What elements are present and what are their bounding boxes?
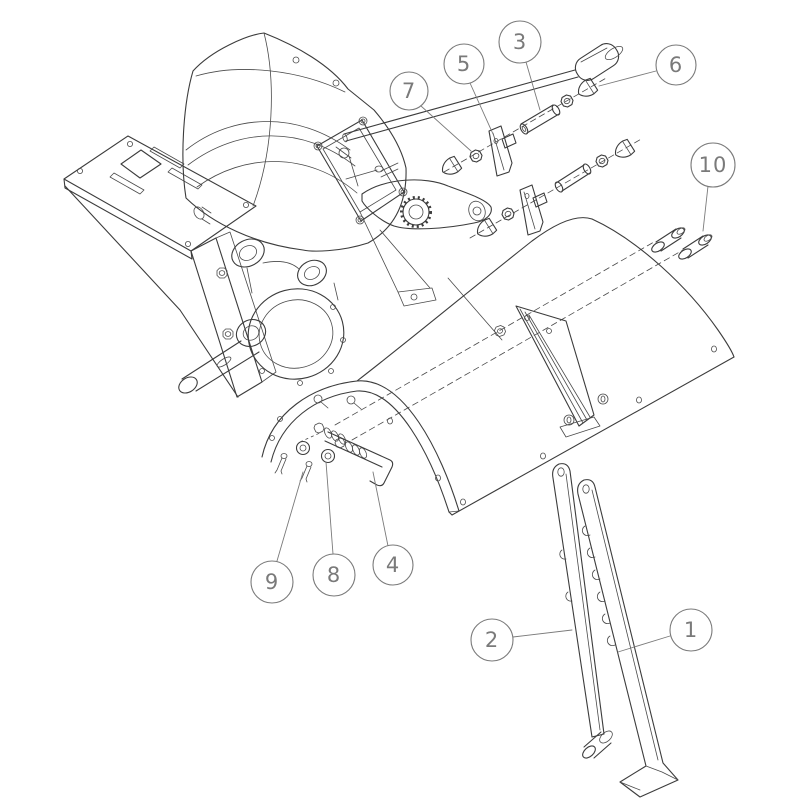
drive-arm-housing	[359, 179, 503, 341]
callout-leader-10	[702, 185, 709, 232]
callout-number-6: 6	[669, 53, 683, 77]
acorn-nut-icon	[614, 138, 636, 158]
callout-number-10: 10	[699, 153, 728, 177]
bracket-icon	[519, 184, 548, 236]
callout-balloon-5	[443, 43, 485, 85]
callout-leader-2	[512, 629, 573, 638]
callout-balloon-6	[655, 44, 697, 86]
hex-nut-part7	[469, 149, 483, 163]
hardware-axis-upper	[441, 76, 609, 177]
callout-number-5: 5	[457, 52, 471, 76]
throttle-rod	[342, 43, 624, 143]
callout-number-2: 2	[485, 628, 499, 652]
tine-shield	[261, 217, 735, 516]
callout-balloon-9	[250, 560, 294, 604]
engine-assembly	[182, 32, 408, 252]
acorn-nut-icon	[441, 155, 463, 175]
callout-leader-8	[325, 461, 334, 555]
acorn-nut-part6	[577, 77, 599, 97]
acorn-nut-icon	[476, 217, 498, 237]
gearbox-assembly	[178, 238, 346, 394]
callout-balloon-10	[690, 142, 736, 188]
callout-leader-7	[420, 105, 472, 152]
callout-balloon-7	[389, 71, 429, 111]
callout-leader-4	[372, 471, 389, 547]
output-shaft	[178, 318, 267, 394]
bracket-part5	[488, 125, 517, 177]
callout-leader-3	[525, 61, 541, 111]
hex-nut-icon	[501, 207, 515, 221]
latch-hardware	[274, 422, 394, 487]
callout-number-7: 7	[402, 79, 416, 103]
throttle-linkage	[335, 146, 399, 187]
gear-teeth	[400, 196, 432, 228]
clevis-pins-part10	[651, 227, 713, 260]
callout-number-3: 3	[513, 30, 527, 54]
callout-number-4: 4	[386, 553, 400, 577]
hardware-axis-lower	[469, 137, 644, 239]
callout-leader-5	[469, 82, 494, 135]
callout-leader-1	[617, 635, 671, 653]
callout-leader-6	[598, 70, 657, 87]
depth-stake-part2	[552, 463, 613, 759]
callout-number-8: 8	[327, 563, 341, 587]
callout-balloon-8	[312, 553, 356, 597]
callout-number-1: 1	[684, 618, 698, 642]
drag-stake-part1	[577, 479, 679, 798]
hex-nut-icon	[560, 94, 574, 108]
callout-number-9: 9	[265, 570, 279, 594]
latch-bar-part4	[324, 431, 394, 487]
shield-gusset-bracket	[494, 305, 609, 438]
spacer-tube-part3	[519, 104, 561, 135]
callout-balloon-3	[498, 20, 542, 64]
handle-grip	[574, 43, 624, 81]
spacer-tube-icon	[554, 163, 592, 193]
washers-part8	[295, 440, 336, 464]
cotter-pins-part9	[274, 453, 313, 483]
mounting-plate	[63, 135, 277, 398]
hex-nut-icon	[595, 154, 609, 168]
callout-balloon-2	[470, 618, 514, 662]
callouts: 1 2 3 4 5 6 7 8 9 10	[250, 20, 736, 662]
callout-leader-9	[276, 471, 304, 562]
callout-balloon-1	[669, 608, 713, 652]
callout-balloon-4	[372, 544, 414, 586]
